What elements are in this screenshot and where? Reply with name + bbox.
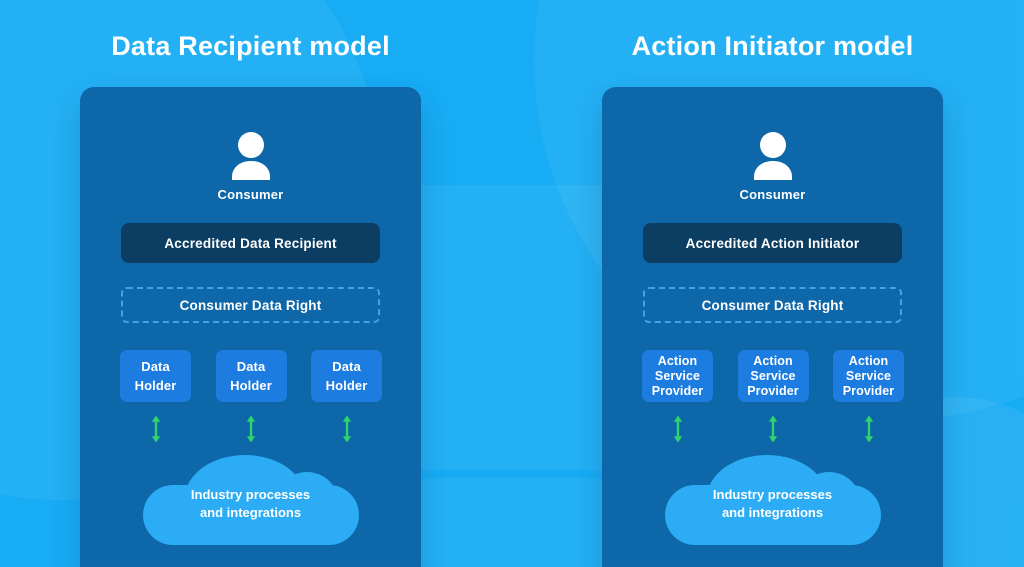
data-recipient-panel: Consumer Accredited Data Recipient Consu…: [80, 87, 421, 567]
cloud-shape: [664, 485, 881, 545]
double-arrow-icon: [642, 414, 713, 444]
action-service-provider-box: Action Service Provider: [642, 350, 713, 402]
data-holder-box: Data Holder: [311, 350, 382, 402]
data-flow-arrows: [642, 414, 904, 444]
industry-cloud: Industry processes and integrations: [142, 455, 359, 545]
industry-cloud-label: Industry processes and integrations: [143, 486, 359, 522]
industry-cloud-label-line2: and integrations: [199, 505, 302, 520]
industry-cloud-label: Industry processes and integrations: [665, 486, 881, 522]
data-recipient-model-title: Data Recipient model: [111, 31, 390, 61]
industry-cloud-label-line1: Industry processes: [190, 487, 311, 502]
action-initiator-panel: Consumer Accredited Action Initiator Con…: [602, 87, 943, 567]
data-holder-box: Data Holder: [215, 350, 287, 402]
action-service-provider-box: Action Service Provider: [833, 350, 904, 402]
accredited-action-initiator-label: Accredited Action Initiator: [685, 235, 860, 251]
industry-cloud-label-line2: and integrations: [721, 505, 824, 520]
data-holder-box: Data Holder: [120, 350, 191, 402]
consumer-data-right-box: Consumer Data Right: [643, 287, 902, 323]
accredited-action-initiator-box: Accredited Action Initiator: [643, 223, 902, 263]
consumer-label: Consumer: [217, 187, 284, 202]
accredited-data-recipient-label: Accredited Data Recipient: [164, 235, 337, 251]
consumer-data-right-label: Consumer Data Right: [701, 297, 844, 313]
double-arrow-icon: [311, 414, 382, 444]
double-arrow-icon: [738, 414, 809, 444]
action-service-provider-box: Action Service Provider: [737, 350, 809, 402]
action-initiator-model-title: Action Initiator model: [631, 31, 914, 61]
double-arrow-icon: [216, 414, 287, 444]
cloud-shape: [142, 485, 359, 545]
double-arrow-icon: [833, 414, 904, 444]
consumer-person-icon: [749, 132, 797, 180]
consumer-data-right-label: Consumer Data Right: [179, 297, 322, 313]
consumer-data-right-box: Consumer Data Right: [121, 287, 380, 323]
industry-cloud-label-line1: Industry processes: [712, 487, 833, 502]
consumer-person-icon: [227, 132, 275, 180]
double-arrow-icon: [120, 414, 191, 444]
industry-cloud: Industry processes and integrations: [664, 455, 881, 545]
data-flow-arrows: [120, 414, 382, 444]
accredited-data-recipient-box: Accredited Data Recipient: [121, 223, 380, 263]
data-holder-row: Data Holder Data Holder Data Holder: [120, 350, 382, 402]
action-service-provider-row: Action Service Provider Action Service P…: [642, 350, 904, 402]
consumer-label: Consumer: [739, 187, 806, 202]
